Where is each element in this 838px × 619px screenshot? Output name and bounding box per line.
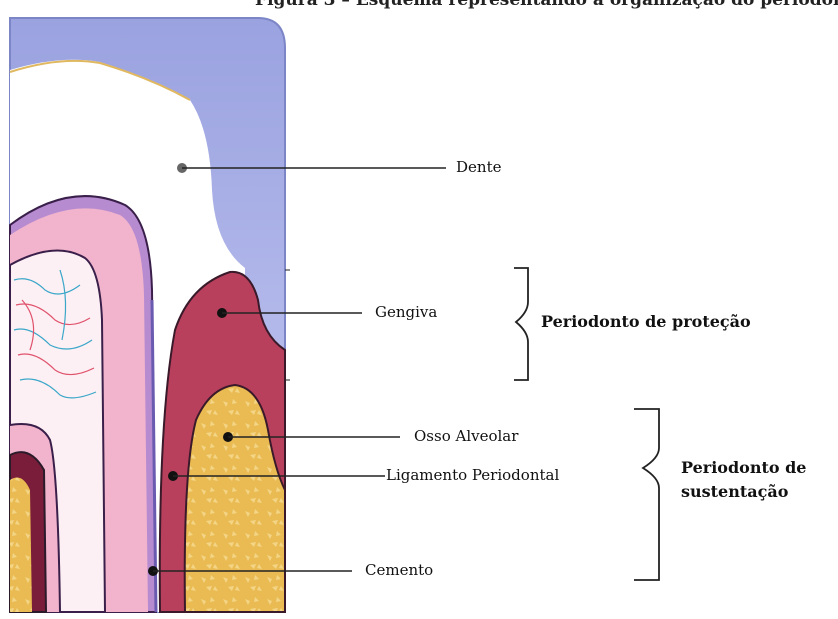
label-cemento: Cemento [365,561,433,579]
brace-sustentacao [634,409,659,580]
group-sustentacao-line1: Periodonto de [681,456,806,480]
group-sustentacao-line2: sustentação [681,480,788,504]
brace-protecao [514,268,528,380]
group-protecao: Periodonto de proteção [541,310,751,334]
label-dente: Dente [456,158,501,176]
label-ligamento-periodontal: Ligamento Periodontal [386,466,559,484]
label-gengiva: Gengiva [375,303,437,321]
adjacent-bone [10,478,32,612]
label-osso-alveolar: Osso Alveolar [414,427,518,445]
